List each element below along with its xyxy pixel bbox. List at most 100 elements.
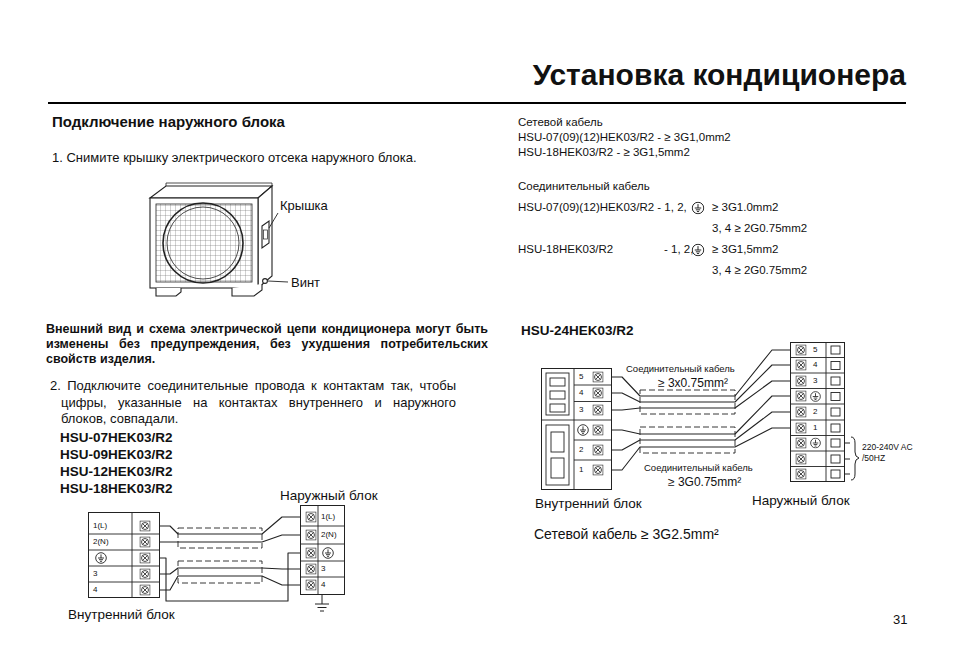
- cable-spec: ≥ 3G0.75mm²: [668, 475, 741, 489]
- cable-label: Соединительный кабель: [644, 462, 753, 473]
- page-number: 31: [893, 612, 907, 628]
- ground-symbol: [578, 425, 589, 436]
- terminal-screw: [306, 512, 316, 522]
- terminal-number: 2: [813, 407, 817, 417]
- terminal-number: 4: [813, 360, 817, 370]
- voltage-label: 220-240V AC /50HZ: [862, 442, 914, 464]
- earth-symbol: [315, 595, 329, 611]
- terminal-screw: [796, 360, 806, 370]
- terminal-block-detail: [790, 342, 845, 482]
- brace: [851, 437, 859, 480]
- step-text: 1. Снимите крышку электрического отсека …: [52, 148, 462, 167]
- terminal-screw: [796, 469, 806, 479]
- mains-wire: [845, 443, 850, 474]
- connecting-wire: [612, 412, 790, 450]
- spec-line: Соединительный кабель: [518, 180, 650, 194]
- terminal-screw: [140, 569, 150, 579]
- terminal-block-detail: [300, 505, 345, 595]
- connecting-wire: [612, 396, 790, 434]
- spec-line: ≥ 3G1,5mm2: [712, 243, 778, 257]
- spec-line: HSU-18HEK03/R2: [518, 243, 613, 257]
- terminal-block: Наружный блок: [790, 342, 845, 482]
- cable-jacket: [178, 561, 262, 583]
- terminal-screw: [796, 454, 806, 464]
- terminal-block-detail: [88, 512, 160, 598]
- terminal-screw: [140, 521, 150, 531]
- terminal-number: 1: [813, 423, 817, 433]
- terminal-screw: [306, 530, 316, 540]
- terminal-number: 2(N): [93, 537, 109, 547]
- terminal-screw: [796, 407, 806, 417]
- spec-line: 3, 4 ≥ 2G0.75mm2: [712, 222, 807, 236]
- cable-spec: ≥ 3x0.75mm²: [658, 376, 728, 390]
- callout-label: Винт: [291, 275, 320, 291]
- terminal-screw: [140, 553, 150, 563]
- terminal-screw: [796, 345, 806, 355]
- outdoor-unit-drawing: [150, 183, 288, 296]
- ground-symbol: [323, 548, 334, 559]
- connecting-wire: [160, 517, 300, 534]
- terminal-number: 2(N): [321, 530, 337, 540]
- terminal-block: Внутренний блок: [541, 368, 612, 490]
- terminal-screw: [593, 445, 603, 455]
- terminal-number: 4: [93, 585, 97, 595]
- unit-label: Наружный блок: [280, 488, 378, 504]
- callout-label: Крышка: [280, 198, 328, 214]
- connecting-wire: [160, 535, 300, 542]
- model-name: HSU-12HEK03/R2: [60, 464, 173, 480]
- terminal-screw: [140, 585, 150, 595]
- terminal-number: 2: [579, 445, 583, 455]
- note-text: Внешний вид и схема электрической цепи к…: [46, 322, 488, 367]
- terminal-screw: [593, 425, 603, 435]
- connecting-wire: [160, 553, 300, 601]
- step-text: 2. Подключите соединительные провода к к…: [50, 378, 456, 428]
- unit-label: Внутренний блок: [535, 496, 642, 512]
- terminal-number: 4: [579, 388, 583, 398]
- unit-label: Внутренний блок: [68, 607, 175, 623]
- ground-symbol: [692, 202, 703, 213]
- unit-label: Наружный блок: [752, 493, 850, 509]
- terminal-number: 1(L): [93, 521, 107, 531]
- spec-line: ≥ 3G1.0mm2: [712, 201, 778, 215]
- terminal-screw: [593, 372, 603, 382]
- terminal-screw: [306, 580, 316, 590]
- spec-line: - 1, 2,: [664, 243, 693, 257]
- ground-symbol: [96, 553, 107, 564]
- terminal-block-detail: [541, 368, 612, 490]
- cable-jacket: [178, 528, 262, 548]
- terminal-screw: [306, 548, 316, 558]
- spec-line: HSU-18HEK03/R2 - ≥ 3G1,5mm2: [518, 146, 690, 160]
- terminal-screw: [796, 376, 806, 386]
- terminal-number: 4: [321, 580, 325, 590]
- spec-line: Сетевой кабель: [518, 116, 603, 130]
- spec-line: 3, 4 ≥ 2G0.75mm2: [712, 264, 807, 278]
- model-name: HSU-09HEK03/R2: [60, 447, 173, 463]
- terminal-number: 3: [321, 564, 325, 574]
- terminal-screw: [593, 388, 603, 398]
- cable-label: Соединительный кабель: [626, 363, 735, 374]
- terminal-screw: [796, 391, 806, 401]
- terminal-screw: [306, 564, 316, 574]
- model-name: HSU-07HEK03/R2: [60, 430, 173, 446]
- spec-line: HSU-07(09)(12)HEK03/R2 - 1, 2,: [518, 201, 687, 215]
- model-name: HSU-18HEK03/R2: [60, 481, 173, 497]
- title-rule: [48, 102, 906, 104]
- terminal-screw: [593, 405, 603, 415]
- spec-line: Сетевой кабель ≥ 3G2.5mm²: [534, 526, 719, 543]
- spec-line: HSU-07(09)(12)HEK03/R2 - ≥ 3G1,0mm2: [518, 131, 731, 145]
- terminal-number: 3: [813, 376, 817, 386]
- terminal-screw: [796, 423, 806, 433]
- terminal-number: 5: [579, 372, 583, 382]
- ground-symbol: [811, 392, 821, 402]
- connecting-wire: [160, 576, 300, 590]
- terminal-screw: [140, 537, 150, 547]
- ground-symbol: [692, 244, 703, 255]
- terminal-number: 3: [93, 569, 97, 579]
- connecting-wire: [160, 568, 300, 574]
- terminal-number: 5: [813, 345, 817, 355]
- terminal-screw: [593, 465, 603, 475]
- terminal-number: 1(L): [321, 512, 335, 522]
- page-title: Установка кондиционера: [533, 57, 906, 93]
- section-heading: Подключение наружного блока: [52, 113, 285, 131]
- ground-symbol: [811, 438, 821, 448]
